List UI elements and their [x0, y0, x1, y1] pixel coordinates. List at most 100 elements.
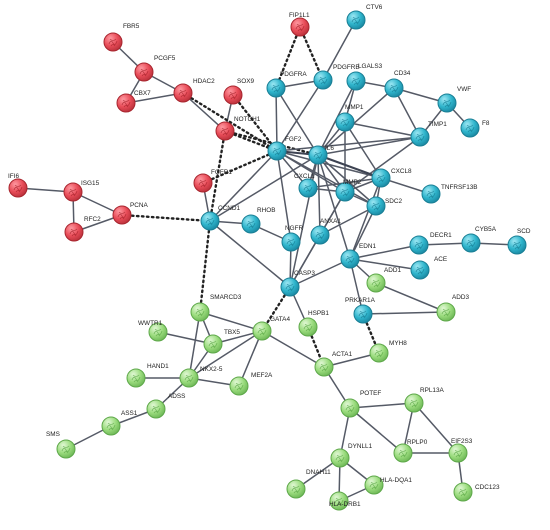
node-circle-lgals3[interactable]: [346, 71, 366, 91]
node-pdgfrb[interactable]: PDGFRB: [313, 64, 360, 90]
node-potef[interactable]: POTEF: [340, 390, 381, 418]
node-il6[interactable]: IL6: [308, 145, 334, 165]
node-cxcl1[interactable]: CXCL1: [294, 173, 318, 198]
node-circle-mmp1[interactable]: [335, 112, 355, 132]
node-tbx5[interactable]: TBX5: [203, 329, 240, 354]
node-circle-ifi6[interactable]: [8, 178, 28, 198]
node-smarcd3[interactable]: SMARCD3: [190, 294, 242, 322]
node-circle-ass1[interactable]: [101, 416, 121, 436]
node-circle-mef2a[interactable]: [229, 376, 249, 396]
node-circle-ctv6[interactable]: [346, 10, 366, 30]
node-circle-gata4[interactable]: [252, 321, 272, 341]
node-circle-smarcd3[interactable]: [190, 302, 210, 322]
node-rhob[interactable]: RHOB: [241, 207, 275, 234]
node-circle-hand1[interactable]: [126, 368, 146, 388]
node-circle-hla-dqa1[interactable]: [364, 475, 384, 495]
node-eif2s3[interactable]: EIF2S3: [448, 438, 473, 463]
node-circle-fgf2[interactable]: [267, 141, 287, 161]
node-pcgf5[interactable]: PCGF5: [134, 55, 176, 82]
node-circle-dnah11[interactable]: [286, 479, 306, 499]
node-circle-cdc123[interactable]: [453, 482, 473, 502]
node-circle-eif2s3[interactable]: [448, 443, 468, 463]
node-isg15[interactable]: ISG15: [63, 180, 100, 202]
node-circle-scd[interactable]: [507, 235, 527, 255]
node-circle-dynll1[interactable]: [330, 448, 350, 468]
node-notch1[interactable]: NOTCH1: [215, 116, 261, 141]
node-circle-acta1[interactable]: [314, 357, 334, 377]
node-hand1[interactable]: HAND1: [126, 363, 169, 388]
node-cdc123[interactable]: CDC123: [453, 482, 500, 502]
node-hla-drb1[interactable]: HLA-DRB1: [329, 491, 361, 511]
node-decr1[interactable]: DECR1: [409, 232, 452, 255]
node-circle-myh8[interactable]: [369, 343, 389, 363]
node-hdac2[interactable]: HDAC2: [173, 78, 215, 103]
node-fgf2[interactable]: FGF2: [267, 136, 302, 161]
node-circle-fbr5[interactable]: [103, 32, 123, 52]
node-gata4[interactable]: GATA4: [252, 316, 290, 341]
node-myh8[interactable]: MYH8: [369, 340, 407, 363]
node-edn1[interactable]: EDN1: [340, 243, 376, 269]
node-mmp2[interactable]: MMP2: [335, 179, 362, 202]
node-adss[interactable]: ADSS: [146, 393, 185, 419]
node-circle-timp1[interactable]: [410, 127, 430, 147]
node-circle-decr1[interactable]: [409, 235, 429, 255]
node-circle-hdac2[interactable]: [173, 83, 193, 103]
node-dynll1[interactable]: DYNLL1: [330, 443, 373, 468]
node-sox9[interactable]: SOX9: [223, 78, 254, 105]
node-circle-add1[interactable]: [366, 273, 386, 293]
node-hla-dqa1[interactable]: HLA-DQA1: [364, 475, 412, 495]
node-circle-fip1l1[interactable]: [290, 17, 310, 37]
node-circle-tbx5[interactable]: [203, 334, 223, 354]
node-circle-cyb5a[interactable]: [461, 233, 481, 253]
node-ass1[interactable]: ASS1: [101, 410, 138, 436]
node-circle-isg15[interactable]: [63, 182, 83, 202]
node-fbr5[interactable]: FBR5: [103, 23, 140, 52]
node-acta1[interactable]: ACTA1: [314, 351, 353, 377]
node-circle-ccnd1[interactable]: [200, 211, 220, 231]
node-circle-hla-drb1[interactable]: [329, 491, 349, 511]
node-circle-cbx7[interactable]: [116, 93, 136, 113]
node-anxa1[interactable]: ANXA1: [310, 218, 341, 245]
node-ccnd1[interactable]: CCND1: [200, 205, 240, 231]
node-circle-ace[interactable]: [410, 260, 430, 280]
node-circle-sox9[interactable]: [223, 85, 243, 105]
node-circle-nkx2-5[interactable]: [179, 368, 199, 388]
node-cxcl8[interactable]: CXCL8: [371, 168, 412, 188]
node-rpl13a[interactable]: RPL13A: [404, 387, 445, 413]
node-tnfrsf13b[interactable]: TNFRSF13B: [421, 184, 478, 204]
node-circle-sms[interactable]: [56, 439, 76, 459]
node-lgals3[interactable]: LGALS3: [346, 63, 383, 91]
node-ifi6[interactable]: IFI6: [8, 173, 28, 198]
node-hspb1[interactable]: HSPB1: [298, 310, 329, 337]
node-rfc2[interactable]: RFC2: [64, 216, 101, 242]
node-circle-potef[interactable]: [340, 398, 360, 418]
node-sms[interactable]: SMS: [46, 431, 76, 459]
node-circle-vwf[interactable]: [437, 93, 457, 113]
node-circle-casp3[interactable]: [280, 277, 300, 297]
node-circle-rhob[interactable]: [241, 214, 261, 234]
node-circle-sdc2[interactable]: [366, 196, 386, 216]
node-wwtr1[interactable]: WWTR1: [138, 320, 168, 342]
node-cd34[interactable]: CD34: [384, 70, 411, 98]
node-vwf[interactable]: VWF: [437, 86, 471, 113]
node-circle-hspb1[interactable]: [298, 317, 318, 337]
node-circle-rpl13a[interactable]: [404, 393, 424, 413]
node-circle-pdgfrb[interactable]: [313, 70, 333, 90]
node-circle-prkar1a[interactable]: [353, 304, 373, 324]
node-nkx2-5[interactable]: NKX2-5: [179, 366, 223, 388]
node-ngfr[interactable]: NGFR: [281, 225, 303, 252]
node-circle-anxa1[interactable]: [310, 225, 330, 245]
node-cbx7[interactable]: CBX7: [116, 90, 151, 113]
node-circle-rplp0[interactable]: [393, 443, 413, 463]
node-f8[interactable]: F8: [460, 118, 490, 138]
node-fgfr1[interactable]: FGFR1: [193, 169, 232, 193]
node-circle-cxcl8[interactable]: [371, 168, 391, 188]
node-timp1[interactable]: TIMP1: [410, 121, 447, 147]
node-circle-mmp2[interactable]: [335, 182, 355, 202]
node-circle-tnfrsf13b[interactable]: [421, 184, 441, 204]
node-casp3[interactable]: CASP3: [280, 270, 315, 297]
node-add3[interactable]: ADD3: [436, 294, 469, 322]
node-circle-cd34[interactable]: [384, 78, 404, 98]
node-prkar1a[interactable]: PRKAR1A: [345, 297, 376, 324]
node-circle-fgfr1[interactable]: [193, 173, 213, 193]
